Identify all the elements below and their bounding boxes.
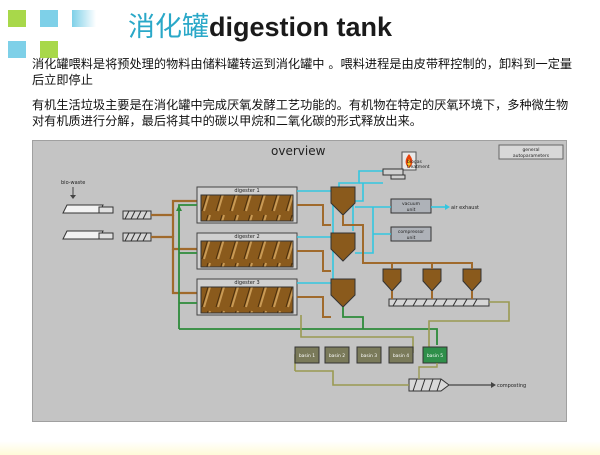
basin-5-label: basin 5 xyxy=(427,353,443,359)
scada-panel: overview general autoparameters bio-wast… xyxy=(32,140,567,422)
hopper-4 xyxy=(382,268,402,292)
screw-conveyor-2 xyxy=(122,232,152,242)
composting-label: composting xyxy=(497,383,526,389)
hopper-5 xyxy=(422,268,442,292)
page-title: 消化罐digestion tank xyxy=(128,10,392,45)
feed-pipes xyxy=(151,199,197,295)
logo-square-2 xyxy=(40,10,58,27)
paragraph-feeding: 消化罐喂料是将预处理的物料由储料罐转运到消化罐中 。喂料进程是由皮带秤控制的，卸… xyxy=(32,57,573,87)
basin-2-label: basin 2 xyxy=(329,353,345,359)
logo-square-4 xyxy=(40,41,58,58)
basin-1-label: basin 1 xyxy=(299,353,315,359)
hopper-3 xyxy=(330,278,356,308)
digester-1 xyxy=(196,186,298,224)
title-chinese: 消化罐 xyxy=(128,12,209,43)
basin-4[interactable] xyxy=(388,346,414,364)
compressor-label-2: unit xyxy=(407,235,416,241)
basin-4-label: basin 4 xyxy=(393,353,409,359)
basin-5[interactable] xyxy=(422,346,448,364)
digester-2-label: digester 2 xyxy=(234,234,259,240)
basin-2[interactable] xyxy=(324,346,350,364)
vacuum-label-1: vacuum xyxy=(402,202,420,207)
screw-conveyor-1 xyxy=(122,210,152,220)
bio-waste-label: bio-waste xyxy=(61,180,85,186)
compressor-unit: compressor unit xyxy=(390,226,432,242)
overview-label: overview xyxy=(271,144,326,158)
flame-icon xyxy=(401,151,417,171)
hopper-1 xyxy=(330,186,356,216)
logo-square-5 xyxy=(72,10,96,27)
compressor-label-1: compressor xyxy=(398,229,424,235)
biogas-label-line2: treatment xyxy=(407,164,430,170)
logo-square-1 xyxy=(8,10,26,27)
digester-1-label: digester 1 xyxy=(234,188,259,194)
bottom-bar xyxy=(0,441,600,455)
basin-3[interactable] xyxy=(356,346,382,364)
feeder-1 xyxy=(62,204,114,214)
hopper-6 xyxy=(462,268,482,292)
general-button-line2: autoparameters xyxy=(513,153,550,159)
paragraph-digestion: 有机生活垃圾主要是在消化罐中完成厌氧发酵工艺功能的。有机物在特定的厌氧环境下，多… xyxy=(32,98,569,128)
digester-2 xyxy=(196,232,298,270)
basin-3-label: basin 3 xyxy=(361,353,377,359)
process-diagram: overview general autoparameters bio-wast… xyxy=(61,144,564,392)
digester-3-label: digester 3 xyxy=(234,280,259,286)
feeder-2 xyxy=(62,230,114,240)
digester-3 xyxy=(196,278,298,316)
vacuum-label-2: unit xyxy=(407,207,416,213)
dewatering-screw xyxy=(408,378,450,392)
logo-square-3 xyxy=(8,41,26,58)
general-button-line1: general xyxy=(522,147,539,153)
general-autoparameters-button[interactable]: general autoparameters xyxy=(498,144,564,160)
title-english: digestion tank xyxy=(209,12,393,42)
air-exhaust-label: air exhaust xyxy=(451,205,479,211)
hopper-2 xyxy=(330,232,356,262)
discharge-conveyor xyxy=(388,298,490,307)
basin-1[interactable] xyxy=(294,346,320,364)
biogas-label-line1: biogas xyxy=(407,159,422,165)
vacuum-unit: vacuum unit xyxy=(390,198,432,214)
digester-outlet-pipes xyxy=(297,204,331,318)
biogas-treatment-unit xyxy=(382,168,406,180)
